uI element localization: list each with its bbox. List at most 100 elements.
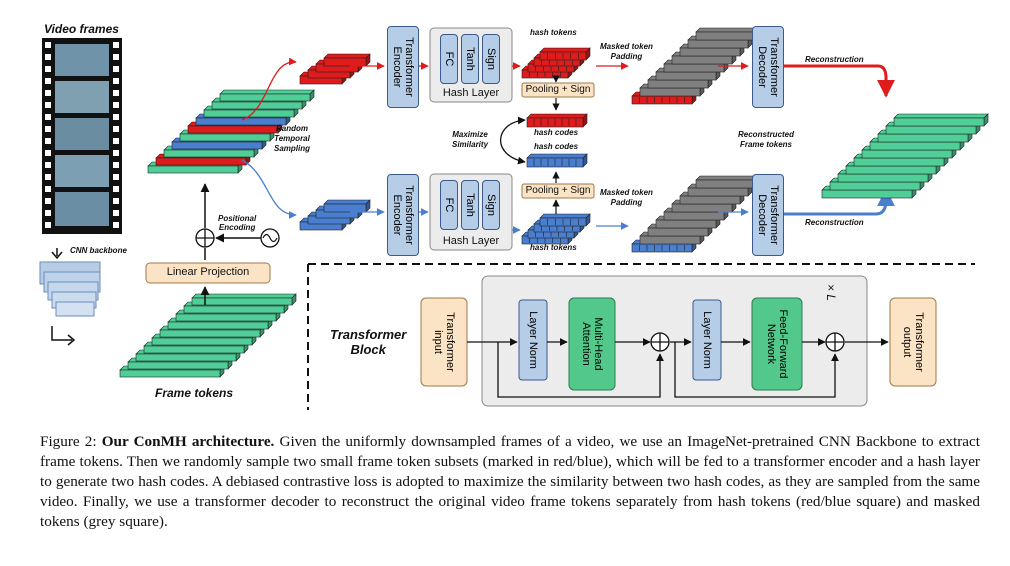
blue-hash-code bbox=[526, 153, 588, 168]
transformer-encoder-bottom: Transformer Encoder bbox=[387, 174, 419, 256]
transformer-decoder-bottom: Transformer Decoder bbox=[752, 174, 784, 256]
transformer-input-label: Transformer input bbox=[432, 312, 456, 372]
film-hole bbox=[113, 126, 119, 132]
red-hash-tokens bbox=[521, 47, 591, 79]
reconstructed-token-1 bbox=[829, 181, 921, 191]
layer-norm-1-label-wrap: Layer Norm bbox=[519, 300, 547, 380]
film-hole bbox=[113, 90, 119, 96]
layer-norm-1-label: Layer Norm bbox=[527, 311, 539, 369]
mixed-token-4 bbox=[179, 133, 271, 142]
cnn-backbone-label: CNN backbone bbox=[70, 246, 127, 255]
mixed-token-3 bbox=[171, 141, 263, 150]
video-frames-filmstrip bbox=[42, 38, 122, 234]
red-padding-token-2 bbox=[647, 79, 709, 89]
reconstructed-token-4 bbox=[853, 157, 945, 167]
ffn-label-wrap: Feed-Forward Network bbox=[752, 298, 802, 390]
figure-caption: Figure 2: Our ConMH architecture. Given … bbox=[40, 432, 980, 532]
linear-projection-label: Linear Projection bbox=[166, 266, 250, 278]
blue-subset-token-3-top bbox=[323, 199, 371, 205]
positional-encoding-label: Positional Encoding bbox=[218, 214, 257, 232]
film-hole bbox=[45, 54, 51, 60]
masked-padding-label-bottom: Masked token Padding bbox=[600, 188, 653, 207]
mixed-token-5 bbox=[187, 125, 279, 134]
mixed-token-1 bbox=[155, 157, 247, 166]
frame-token-5 bbox=[159, 329, 261, 338]
transformer-output-label-wrap: Transformer output bbox=[890, 298, 936, 386]
layer-norm-2-label: Layer Norm bbox=[701, 311, 713, 369]
ffn-label: Feed-Forward Network bbox=[765, 309, 789, 379]
blue-padding-token-7 bbox=[687, 187, 749, 197]
pooling-sign-box-top bbox=[521, 82, 595, 98]
film-hole bbox=[113, 198, 119, 204]
red-padding-token-4 bbox=[663, 63, 725, 73]
reconstruction-arrow-blue bbox=[784, 188, 895, 216]
blue-subset-token-3 bbox=[323, 203, 367, 213]
red-padding-token-7 bbox=[687, 39, 749, 49]
film-hole bbox=[45, 66, 51, 72]
frame-token-8 bbox=[183, 305, 285, 314]
frame-token-7 bbox=[175, 313, 277, 322]
film-hole bbox=[113, 114, 119, 120]
mha-label: Multi-Head Attention bbox=[580, 317, 604, 371]
masked-padding-blue bbox=[631, 175, 761, 253]
reconstruction-label-top: Reconstruction bbox=[805, 55, 864, 64]
film-hole bbox=[113, 222, 119, 228]
film-hole bbox=[45, 138, 51, 144]
fc-box-bottom: FC bbox=[440, 180, 458, 230]
reconstructed-token-5 bbox=[861, 149, 953, 159]
blue-padding-token-3 bbox=[655, 219, 717, 229]
masked-padding-red bbox=[631, 27, 761, 105]
transformer-output-box bbox=[889, 297, 937, 387]
red-padding-token-6 bbox=[679, 47, 741, 57]
cnn-backbone-stack bbox=[39, 248, 101, 346]
masked-padding-label-top: Masked token Padding bbox=[600, 42, 653, 61]
film-hole bbox=[113, 102, 119, 108]
tanh-box-top: Tanh bbox=[461, 34, 479, 84]
film-hole bbox=[113, 186, 119, 192]
hash-codes-label-top: hash codes bbox=[534, 128, 579, 137]
reconstructed-token-0 bbox=[821, 189, 913, 199]
caption-prefix: Figure 2: bbox=[40, 433, 102, 450]
reconstruction-arrow-red bbox=[784, 64, 895, 98]
frame-token-9-top bbox=[191, 293, 297, 299]
multi-head-attention-box bbox=[568, 297, 616, 391]
transformer-encoder-top: Transformer Encoder bbox=[387, 26, 419, 108]
pooling-sign-box-bottom bbox=[521, 183, 595, 199]
red-padding-token-5 bbox=[671, 55, 733, 65]
film-hole bbox=[45, 90, 51, 96]
red-code-0-top bbox=[526, 113, 588, 119]
red-subset-token-3 bbox=[323, 57, 367, 67]
reconstructed-token-8 bbox=[885, 125, 977, 135]
reconstructed-frame-tokens bbox=[821, 113, 989, 199]
film-hole bbox=[113, 150, 119, 156]
sampling-arrow-blue bbox=[241, 159, 297, 219]
blue-hash-token-3-top bbox=[539, 213, 591, 219]
film-hole bbox=[45, 150, 51, 156]
blue-padding-token-4 bbox=[663, 211, 725, 221]
red-padding-token-3 bbox=[655, 71, 717, 81]
reconstruction-label-bottom: Reconstruction bbox=[805, 218, 864, 227]
layer-norm-1 bbox=[518, 299, 548, 381]
reconstructed-token-9-top bbox=[893, 113, 989, 119]
transformer-output-label: Transformer output bbox=[901, 312, 925, 372]
hash-layer-label-bottom: Hash Layer bbox=[442, 235, 500, 247]
feed-forward-box bbox=[751, 297, 803, 391]
transformer-block-title: Transformer Block bbox=[330, 327, 407, 357]
layer-norm-2-label-wrap: Layer Norm bbox=[693, 300, 721, 380]
frame-token-6 bbox=[167, 321, 269, 330]
frame-token-9 bbox=[191, 297, 293, 306]
hash-tokens-label-top: hash tokens bbox=[530, 28, 577, 37]
mha-label-wrap: Multi-Head Attention bbox=[569, 298, 615, 390]
red-hash-token-3-top bbox=[539, 47, 591, 53]
blue-padding-token-6 bbox=[679, 195, 741, 205]
blue-token-subset bbox=[299, 199, 371, 231]
red-padding-token-8-top bbox=[695, 27, 761, 33]
reconstructed-frame-tokens-label: Reconstructed Frame tokens bbox=[738, 130, 795, 149]
caption-body: Given the uniformly downsampled frames o… bbox=[40, 433, 980, 530]
film-hole bbox=[45, 210, 51, 216]
transformer-decoder-top: Transformer Decoder bbox=[752, 26, 784, 108]
film-hole bbox=[45, 78, 51, 84]
blue-code-0-top bbox=[526, 153, 588, 159]
repeat-l-label: × L bbox=[824, 284, 838, 302]
film-hole bbox=[113, 78, 119, 84]
